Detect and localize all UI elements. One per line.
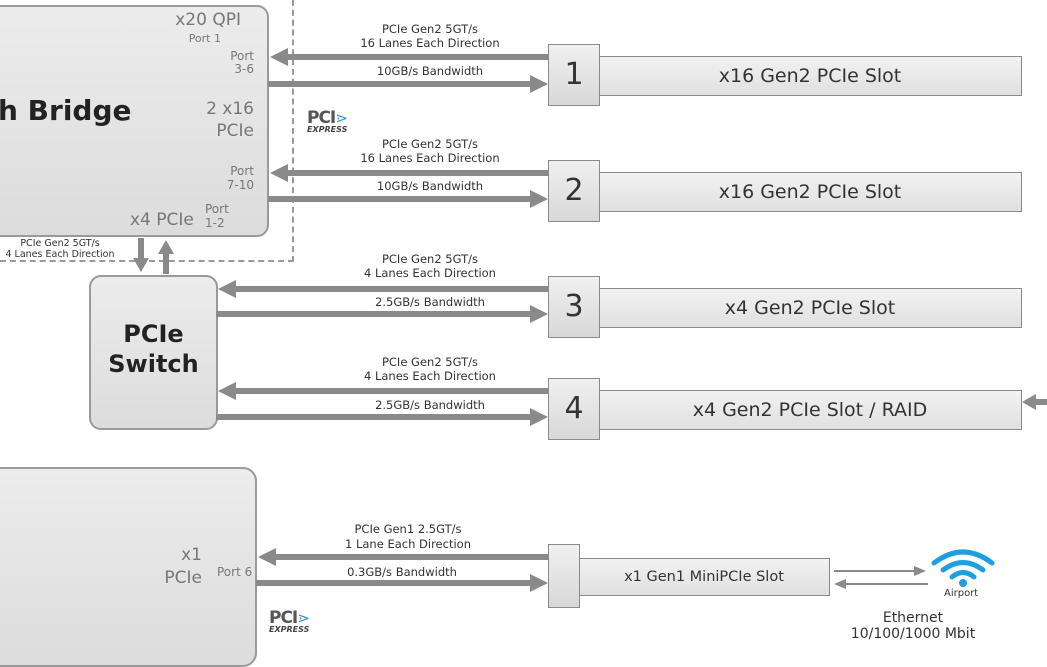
link2-lanes: 16 Lanes Each Direction	[360, 151, 500, 165]
slot2: x16 Gen2 PCIe Slot	[598, 172, 1022, 212]
port36-label-a: Port	[230, 49, 254, 63]
slot5: x1 Gen1 MiniPCIe Slot	[578, 558, 830, 596]
slot2-number: 2	[548, 160, 600, 222]
sb-x1-label-a: x1	[181, 545, 202, 565]
port12-label-a: Port	[205, 202, 229, 216]
ethernet-label: Ethernet	[882, 610, 944, 626]
link4-arrow-out	[216, 408, 548, 426]
pcie-switch-title-2: Switch	[108, 350, 199, 378]
north-bridge-title: h Bridge	[0, 94, 132, 127]
north-bridge-box	[0, 5, 269, 237]
pcie-logo-chevron-icon: ⋗	[335, 109, 348, 127]
airport-arrow-in	[846, 583, 928, 585]
x4-pcie-label: x4 PCIe	[130, 210, 194, 230]
link3-arrow-in	[218, 280, 550, 298]
slot1-label: x16 Gen2 PCIe Slot	[718, 65, 902, 87]
pcie-2x16-a: 2 x16	[206, 99, 254, 119]
slot1-number: 1	[548, 44, 600, 106]
slot4-raid-arrow	[1036, 399, 1047, 405]
nb-link-spec: PCIe Gen2 5GT/s	[20, 238, 100, 249]
slot4: x4 Gen2 PCIe Slot / RAID	[598, 390, 1022, 430]
link3-spec: PCIe Gen2 5GT/s	[381, 252, 479, 266]
airport-label: Airport	[944, 588, 979, 599]
link1-bandwidth: 10GB/s Bandwidth	[376, 64, 484, 78]
slot3-label: x4 Gen2 PCIe Slot	[724, 297, 896, 319]
pcie-logo-top-2: PCI	[269, 608, 298, 628]
pcie-switch-box	[89, 275, 218, 430]
nb-switch-arrow-up-head	[158, 240, 174, 254]
slot4-label: x4 Gen2 PCIe Slot / RAID	[692, 399, 928, 421]
nb-link-lanes: 4 Lanes Each Direction	[5, 249, 115, 260]
link5-bandwidth: 0.3GB/s Bandwidth	[347, 565, 457, 579]
wifi-icon	[931, 549, 995, 587]
pcie-logo-bottom-2: EXPRESS	[269, 625, 310, 634]
sb-port6-label: Port 6	[217, 565, 253, 579]
pcie-logo-top: PCI	[307, 108, 336, 128]
airport-arrow-out-head	[914, 566, 926, 576]
link3-bandwidth: 2.5GB/s Bandwidth	[375, 295, 485, 309]
link5-lanes: 1 Lane Each Direction	[345, 537, 471, 551]
slot5-label: x1 Gen1 MiniPCIe Slot	[624, 569, 784, 585]
pcie-logo-bottom: EXPRESS	[307, 125, 348, 134]
link1-spec: PCIe Gen2 5GT/s	[381, 22, 479, 36]
sb-x1-label-b: PCIe	[164, 568, 202, 588]
pcie-express-logo-2: PCI⋗ EXPRESS	[269, 608, 310, 634]
slot4-number: 4	[548, 378, 600, 440]
slot3: x4 Gen2 PCIe Slot	[598, 288, 1022, 328]
nb-switch-arrow-down	[138, 238, 144, 260]
link2-bandwidth: 10GB/s Bandwidth	[376, 179, 484, 193]
link2-arrow-out	[268, 190, 548, 208]
link5-arrow-in	[258, 548, 550, 566]
airport-arrow-in-head	[834, 579, 846, 589]
port710-label-a: Port	[230, 164, 254, 178]
port36-label-b: 3-6	[234, 62, 254, 76]
slot2-label: x16 Gen2 PCIe Slot	[718, 181, 902, 203]
boundary-dashed-vertical	[292, 0, 294, 262]
link1-arrow-out	[268, 75, 548, 93]
link4-lanes: 4 Lanes Each Direction	[364, 369, 496, 383]
port710-label-b: 7-10	[226, 178, 254, 192]
link1-lanes: 16 Lanes Each Direction	[360, 36, 500, 50]
link2-spec: PCIe Gen2 5GT/s	[381, 137, 479, 151]
pcie-logo-chevron-icon-2: ⋗	[297, 609, 310, 627]
slot1: x16 Gen2 PCIe Slot	[598, 56, 1022, 96]
slot3-number: 3	[548, 276, 600, 338]
qpi-label: x20 QPI	[175, 10, 241, 30]
link3-arrow-out	[216, 305, 548, 323]
nb-switch-arrow-up	[163, 252, 169, 274]
airport-arrow-out	[834, 570, 916, 572]
link2-arrow-in	[270, 164, 550, 182]
link4-arrow-in	[218, 382, 550, 400]
link1-arrow-in	[270, 48, 550, 66]
pcie-2x16-b: PCIe	[216, 121, 254, 141]
slot5-connector	[548, 544, 580, 608]
nb-switch-arrow-down-head	[133, 258, 149, 272]
port1-label: Port 1	[188, 32, 221, 45]
link3-lanes: 4 Lanes Each Direction	[364, 266, 496, 280]
slot4-raid-arrow-head	[1022, 394, 1036, 410]
link4-bandwidth: 2.5GB/s Bandwidth	[375, 398, 485, 412]
link5-arrow-out	[256, 574, 548, 592]
pcie-express-logo: PCI⋗ EXPRESS	[307, 108, 348, 134]
link4-spec: PCIe Gen2 5GT/s	[381, 355, 479, 369]
pcie-switch-title-1: PCIe	[123, 320, 184, 348]
ethernet-speed: 10/100/1000 Mbit	[850, 626, 976, 642]
port12-label-b: 1-2	[205, 216, 225, 230]
link5-spec: PCIe Gen1 2.5GT/s	[354, 522, 462, 536]
